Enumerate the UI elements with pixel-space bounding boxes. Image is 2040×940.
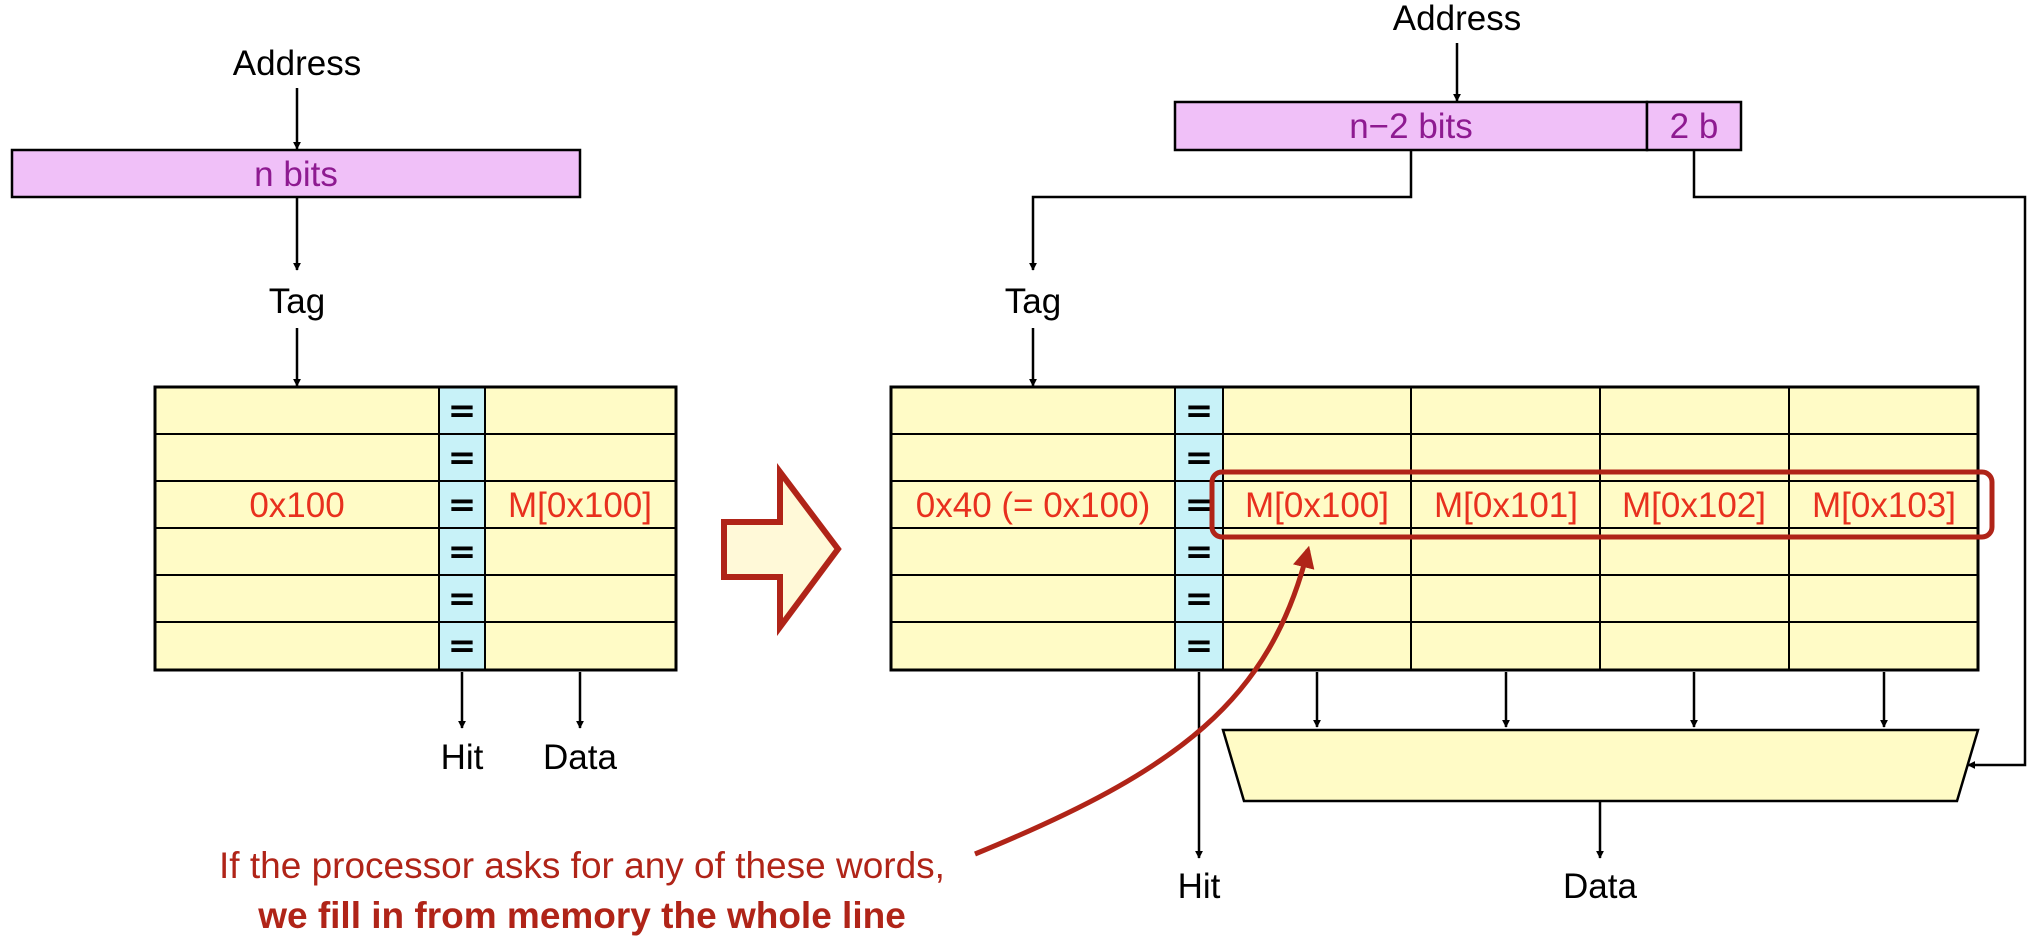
left-tag-value: 0x100 <box>249 486 344 525</box>
word-2: M[0x102] <box>1622 486 1766 525</box>
left-tag-label: Tag <box>269 282 325 321</box>
right-comparator: = <box>1185 485 1214 525</box>
word-3: M[0x103] <box>1812 486 1956 525</box>
annotation-line-1: If the processor asks for any of these w… <box>219 845 945 886</box>
transition-arrow <box>721 463 842 637</box>
right-cache-array: = = = = = = 0x40 (= 0x100) M[0x100] M[0x… <box>889 385 1980 672</box>
right-comparator: = <box>1185 626 1214 666</box>
line-highlight <box>1209 469 1995 540</box>
left-comparator: = <box>448 532 477 572</box>
annotation-arrow <box>974 545 1315 857</box>
left-data-value: M[0x100] <box>508 486 652 525</box>
right-comparator: = <box>1185 532 1214 572</box>
right-offset-field <box>1645 100 1743 152</box>
right-offset-bits: 2 b <box>1670 107 1719 146</box>
right-tag-label: Tag <box>1005 282 1061 321</box>
left-comparator: = <box>448 579 477 619</box>
right-index-bits: n−2 bits <box>1349 107 1473 146</box>
left-hit-label: Hit <box>441 738 484 777</box>
left-comparator: = <box>448 485 477 525</box>
annotation-line-2: we fill in from memory the whole line <box>257 895 906 936</box>
left-address-label: Address <box>233 44 361 83</box>
word-0: M[0x100] <box>1245 486 1389 525</box>
right-comparator: = <box>1185 391 1214 431</box>
right-hit-label: Hit <box>1178 867 1221 906</box>
left-diagram: Address n bits Tag = = = = = = 0x100 M[0… <box>10 44 678 777</box>
word-1: M[0x101] <box>1434 486 1578 525</box>
multiplexer <box>1221 728 1980 803</box>
left-comparator: = <box>448 438 477 478</box>
right-comparator: = <box>1185 438 1214 478</box>
right-comparator: = <box>1185 579 1214 619</box>
left-comparator: = <box>448 391 477 431</box>
right-tag-value: 0x40 (= 0x100) <box>916 486 1150 525</box>
annotation: If the processor asks for any of these w… <box>219 545 1315 936</box>
left-data-label: Data <box>543 738 617 777</box>
left-cache-array: = = = = = = 0x100 M[0x100] <box>153 385 678 672</box>
right-data-label: Data <box>1563 867 1637 906</box>
right-address-label: Address <box>1393 0 1521 38</box>
right-diagram: Address n−2 bits 2 b Tag = = = = = = 0x4… <box>889 0 2027 906</box>
left-address-bits: n bits <box>254 155 338 194</box>
left-comparator: = <box>448 626 477 666</box>
